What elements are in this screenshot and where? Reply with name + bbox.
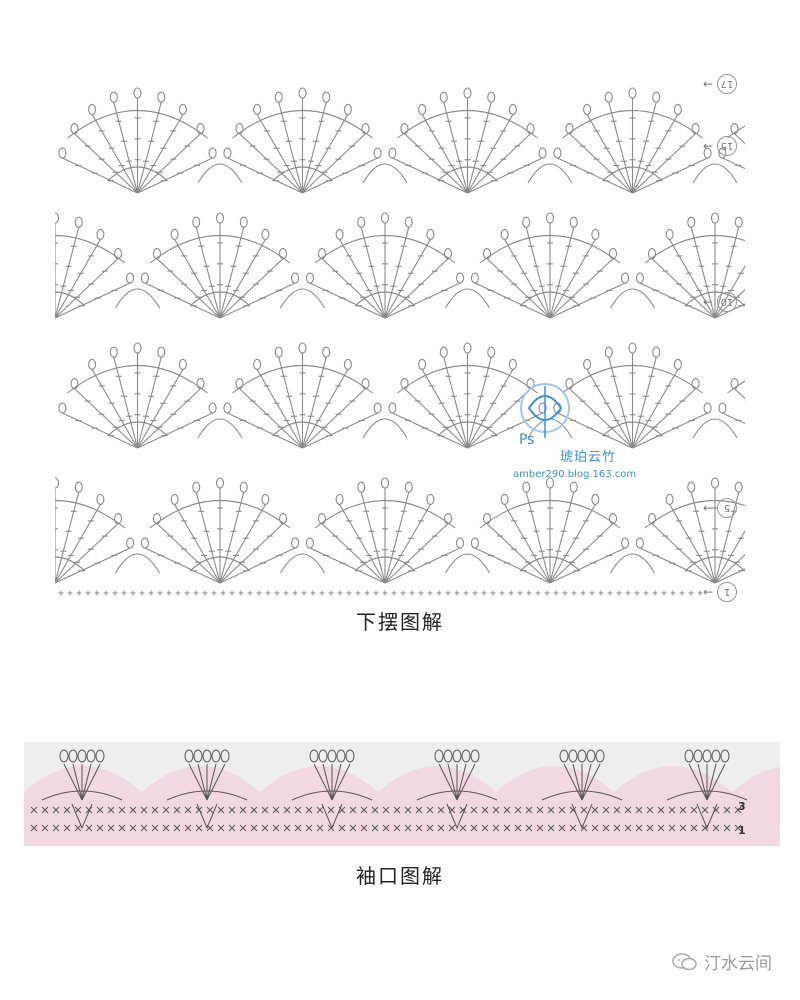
row-marker-17: ← 17 (703, 74, 738, 94)
wechat-icon (672, 952, 697, 970)
footer-brand-name: 汀水云间 (704, 954, 772, 974)
sleeve-shell (291, 749, 373, 830)
stitch-fan (55, 477, 160, 584)
sleeve-shell (541, 749, 623, 830)
hem-chart-caption: 下摆图解 (356, 610, 444, 634)
stitch-fan (388, 87, 573, 194)
row-marker-15: ← 15 (703, 136, 738, 156)
stitch-fan (553, 87, 738, 194)
arrow-left-icon: ← (703, 501, 714, 515)
row-number-badge: 10 (717, 292, 738, 312)
stitch-fan (58, 87, 243, 194)
sleeve-pink-band (24, 766, 780, 846)
stitch-fan (305, 477, 490, 584)
svg-text:Ps: Ps (519, 432, 535, 448)
arrow-left-icon: ← (703, 295, 714, 309)
stitch-fan (718, 378, 745, 425)
sleeve-row-label-1: 1 (738, 824, 746, 837)
stitch-fan (470, 212, 655, 319)
hem-stitch-chart (55, 28, 745, 603)
sleeve-shell (41, 749, 123, 830)
stitch-fan (55, 212, 160, 319)
row-number-badge: 15 (717, 136, 738, 156)
stitch-fan (718, 123, 745, 170)
foundation-row (58, 590, 703, 596)
arrow-left-icon: ← (703, 77, 714, 91)
watermark-url: amber290.blog.163.com (513, 469, 637, 480)
watermark-name: 琥珀云竹 (560, 450, 617, 465)
stitch-fan (58, 342, 243, 449)
stitch-fan (635, 212, 745, 319)
row-number-badge: 17 (717, 74, 738, 94)
stitch-fan (388, 342, 573, 449)
sleeve-chart-caption: 袖口图解 (356, 864, 444, 888)
sleeve-shell (666, 749, 748, 830)
stitch-fan (140, 212, 325, 319)
footer-brand: 汀水云间 (672, 949, 772, 974)
row-number-badge: 1 (717, 582, 738, 602)
stitch-fan (635, 477, 745, 584)
arrow-left-icon: ← (703, 585, 714, 599)
sleeve-row-label-3: 3 (738, 800, 746, 813)
stitch-fan (223, 342, 408, 449)
sleeve-sc-rows (30, 806, 742, 832)
sleeve-stitch-chart (24, 742, 780, 846)
sleeve-shell (416, 749, 498, 830)
stitch-fan (223, 87, 408, 194)
stitch-fan (470, 477, 655, 584)
stitch-fan (305, 212, 490, 319)
watermark: Ps 琥珀云竹 amber290.blog.163.com (505, 378, 675, 488)
row-number-badge: 5 (717, 498, 738, 518)
sleeve-shell (166, 749, 248, 830)
row-marker-1: ← 1 (703, 582, 738, 602)
row-marker-10: ← 10 (703, 292, 738, 312)
row-marker-5: ← 5 (703, 498, 738, 518)
arrow-left-icon: ← (703, 139, 714, 153)
watermark-logo-icon: Ps (519, 383, 570, 448)
stitch-fan (140, 477, 325, 584)
